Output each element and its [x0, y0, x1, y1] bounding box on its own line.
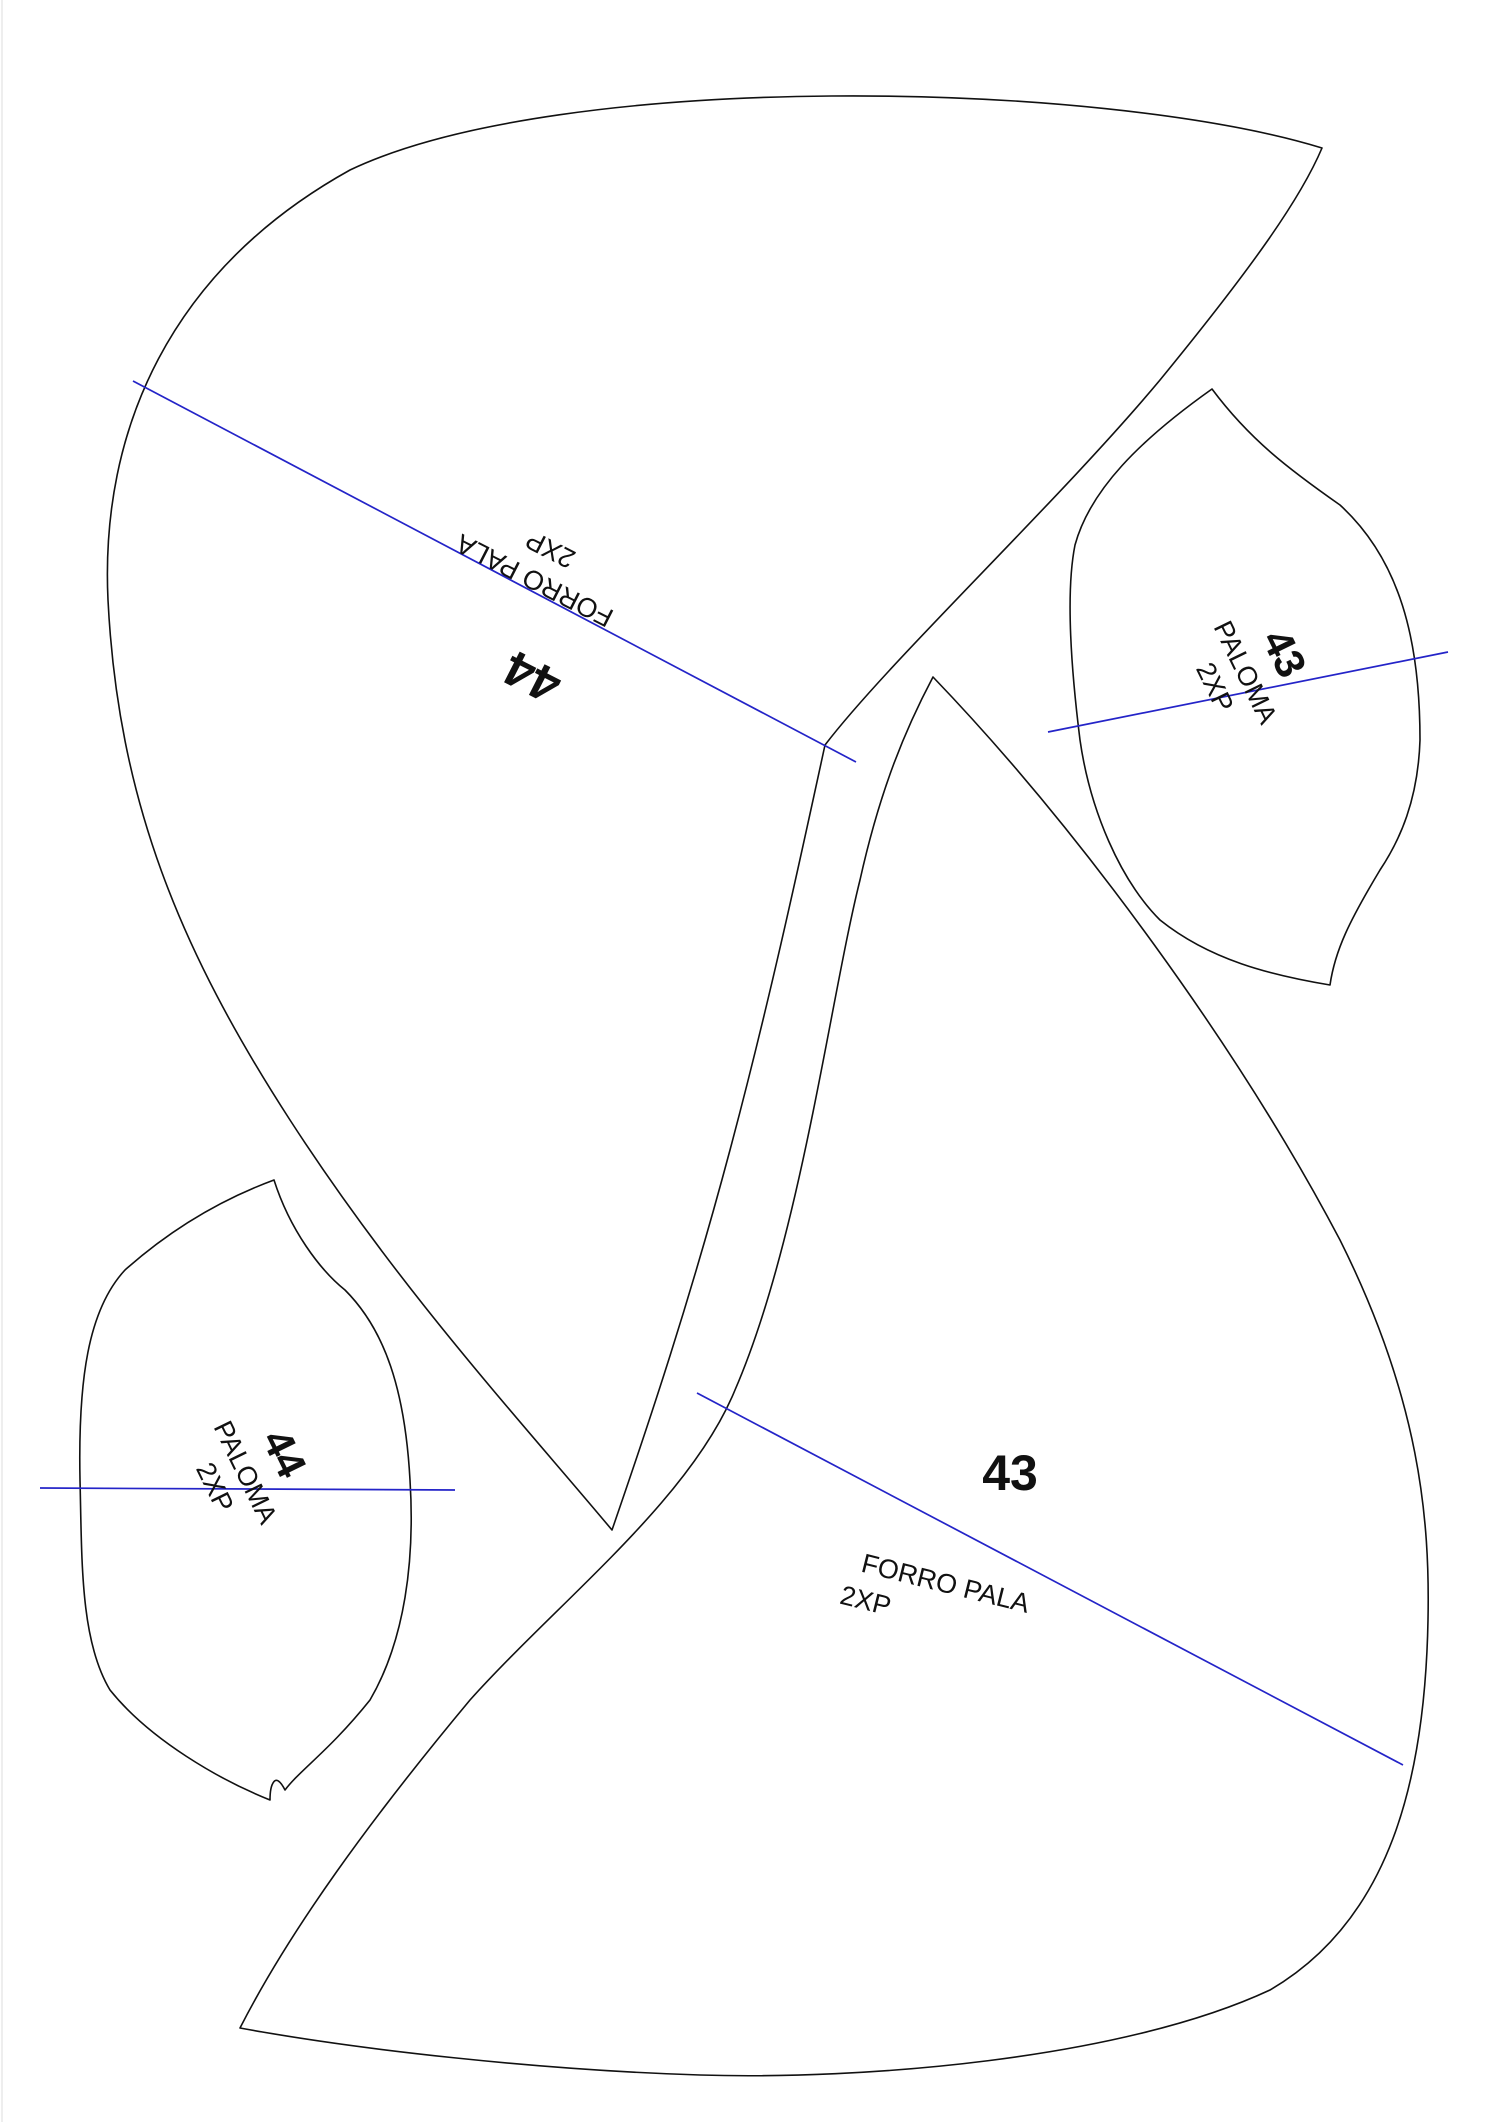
piece-size: 2XP	[837, 1580, 894, 1621]
piece-outline	[1069, 388, 1421, 986]
grainline	[696, 1392, 1404, 1766]
piece-text: 44 PALOMA 2XP	[190, 1416, 316, 1528]
piece-outline	[78, 1179, 412, 1801]
piece-forro-pala-44: FORRO PALA 2XP 44	[106, 95, 1323, 1531]
piece-outline	[239, 676, 1430, 2077]
piece-number: 44	[495, 639, 570, 714]
grainline	[39, 1487, 456, 1491]
piece-number: 43	[982, 1445, 1038, 1501]
piece-text: FORRO PALA 2XP	[837, 1548, 1033, 1621]
piece-paloma-43: 43 PALOMA 2XP	[1047, 388, 1449, 986]
piece-paloma-44: 44 PALOMA 2XP	[39, 1179, 456, 1801]
piece-text: FORRO PALA 2XP	[451, 524, 618, 633]
grainline	[132, 380, 857, 763]
grainline	[1047, 651, 1449, 733]
piece-outline	[106, 95, 1323, 1531]
piece-forro-pala-43: 43 FORRO PALA 2XP	[239, 676, 1430, 2077]
piece-text: 43 PALOMA 2XP	[1190, 616, 1316, 728]
